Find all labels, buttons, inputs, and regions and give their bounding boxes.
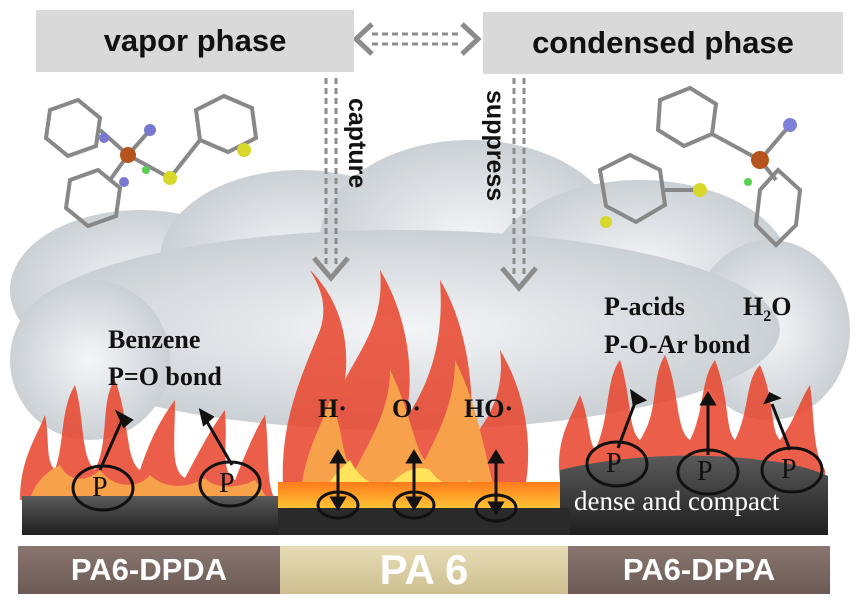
p-circle-right-3 (760, 446, 824, 494)
left-material: PA6-DPDA (18, 546, 280, 594)
p-o-ar-bond-label: P-O-Ar bond (604, 330, 751, 359)
center-material-label: PA 6 (379, 546, 469, 593)
right-p-arrows (616, 388, 792, 455)
condensed-phase-label: condensed phase (532, 25, 794, 60)
exchange-arrow (352, 22, 482, 56)
radical-h: H· (318, 394, 347, 423)
water-subscript: 2 (763, 308, 772, 326)
left-p-arrows (98, 408, 234, 471)
capture-label: capture (343, 98, 371, 189)
burning-surface (278, 482, 570, 512)
radical-ho: HO· (464, 394, 514, 423)
vapor-phase-label: vapor phase (103, 23, 287, 58)
p-acids-label: P-acids (604, 292, 685, 321)
p-label-right-2: P (697, 456, 713, 487)
p-label-left-2: P (219, 468, 235, 499)
center-material: PA 6 (280, 546, 568, 594)
left-base-slab (18, 546, 280, 594)
p-label-right-3: P (781, 454, 797, 485)
right-base-slab (568, 546, 830, 594)
po-bond-label: P=O bond (108, 362, 222, 391)
right-char-layer (560, 455, 828, 535)
left-flames-inner (30, 465, 268, 500)
capture-arrow (312, 78, 350, 282)
p-circle-left-1 (71, 464, 135, 512)
suppress-arrow (500, 78, 538, 292)
water-h: H (743, 292, 764, 321)
left-molecule-atoms (99, 124, 251, 187)
center-base-slab (280, 546, 568, 594)
p-label-right-1: P (606, 448, 622, 479)
radical-circles (316, 490, 518, 523)
p-circle-right-1 (585, 440, 649, 488)
p-label-left-1: P (92, 472, 108, 503)
p-circle-right-2 (676, 448, 740, 496)
p-circle-left-2 (198, 460, 262, 508)
water-label: H2O (743, 292, 791, 326)
right-material: PA6-DPPA (568, 546, 830, 594)
suppress-label: suppress (481, 90, 509, 202)
right-molecule-atoms (600, 118, 797, 228)
right-material-label: PA6-DPPA (622, 552, 776, 587)
radical-o: O· (392, 394, 421, 423)
center-char-layer (278, 508, 570, 535)
benzene-label: Benzene (108, 325, 201, 354)
char-description: dense and compact (574, 486, 780, 516)
water-o: O (771, 292, 792, 321)
left-material-label: PA6-DPDA (70, 552, 228, 587)
condensed-phase-box: condensed phase (483, 12, 843, 74)
radical-arrows (329, 449, 505, 516)
right-flames (559, 355, 825, 480)
vapor-phase-box: vapor phase (36, 10, 354, 72)
